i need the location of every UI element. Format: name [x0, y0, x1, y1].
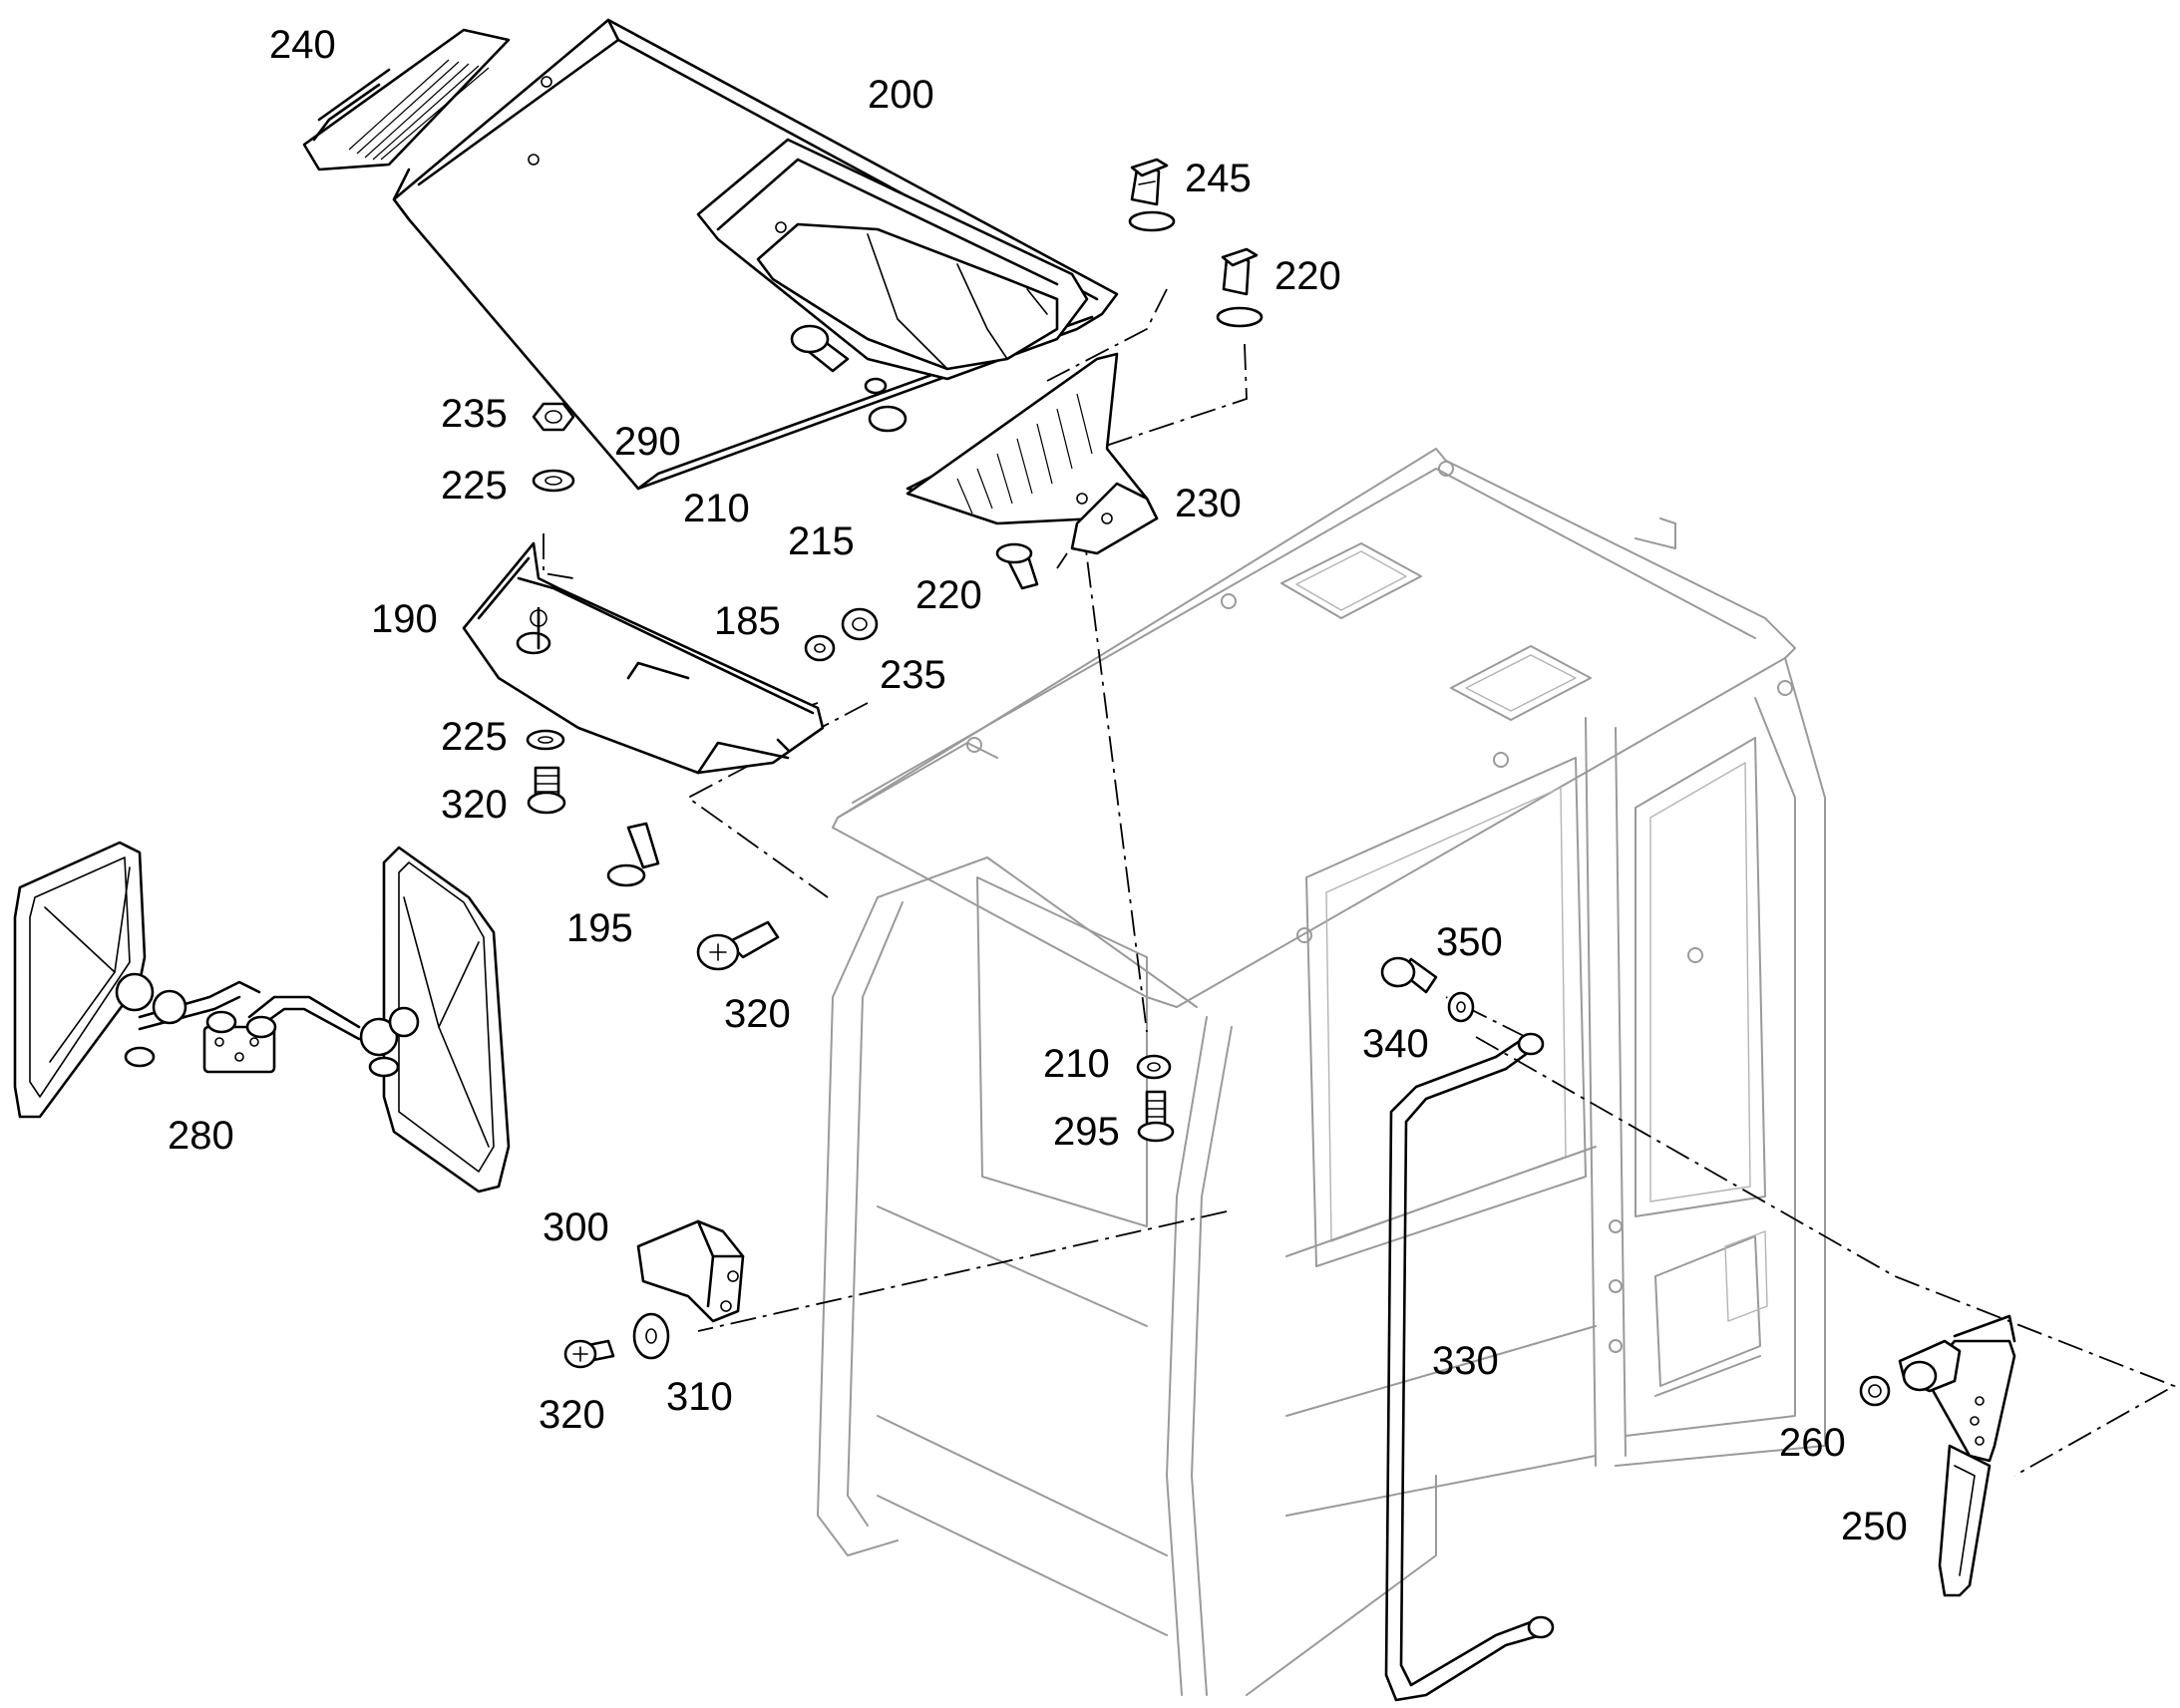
- label-245: 245: [1185, 157, 1252, 200]
- label-195: 195: [566, 906, 633, 950]
- part-190-bracket: [462, 541, 825, 775]
- label-330: 330: [1432, 1339, 1499, 1383]
- clip-220-top: [1216, 247, 1264, 328]
- cab-frame: [817, 448, 1826, 1696]
- washer-210-top: [864, 377, 888, 395]
- part-300-plate: [636, 1219, 745, 1323]
- washer-350: [1447, 991, 1475, 1023]
- label-250: 250: [1841, 1505, 1908, 1548]
- label-225-bottom: 225: [441, 715, 508, 759]
- label-310: 310: [666, 1375, 733, 1419]
- washer-215: [868, 405, 908, 433]
- bolt-340: [1380, 956, 1438, 994]
- label-260: 260: [1779, 1421, 1846, 1465]
- label-230: 230: [1175, 482, 1242, 525]
- washer-225-bottom: [526, 729, 565, 751]
- washer-185: [804, 634, 836, 662]
- label-220-top: 220: [1274, 254, 1341, 298]
- bolt-320-a: [527, 766, 566, 815]
- washer-210-lower: [1136, 1054, 1172, 1080]
- label-185: 185: [714, 599, 781, 643]
- label-320-a: 320: [441, 783, 508, 827]
- label-295: 295: [1053, 1110, 1120, 1154]
- bolt-290: [790, 324, 850, 373]
- bolt-195: [606, 822, 660, 887]
- label-240: 240: [269, 23, 336, 67]
- label-220-bottom: 220: [915, 573, 982, 617]
- label-225-top: 225: [441, 464, 508, 508]
- part-250-latch: [1898, 1314, 2016, 1597]
- clip-220-bottom: [995, 542, 1039, 590]
- clip-245: [1128, 158, 1176, 232]
- label-320-c: 320: [539, 1393, 605, 1437]
- label-300: 300: [543, 1205, 609, 1249]
- part-labels: 240 200 245 220 235 290 225 210 230 215 …: [168, 23, 1908, 1548]
- label-320-b: 320: [724, 992, 791, 1036]
- label-190: 190: [371, 597, 438, 641]
- part-200-roof-tray: [392, 18, 1159, 555]
- label-290: 290: [614, 420, 681, 464]
- part-240-filter: [302, 28, 511, 171]
- nut-235-right: [841, 607, 879, 641]
- label-200: 200: [868, 73, 934, 117]
- button-260: [1859, 1375, 1891, 1407]
- screw-320-c: [563, 1339, 615, 1369]
- nut-235-left: [532, 402, 575, 432]
- screw-320-b: [696, 920, 780, 971]
- label-235-top: 235: [441, 392, 508, 436]
- part-280-mirrors: [13, 841, 511, 1194]
- label-235-bottom: 235: [880, 653, 946, 697]
- label-215: 215: [788, 519, 855, 563]
- label-280: 280: [168, 1114, 234, 1158]
- leader-lines: [543, 288, 2177, 1477]
- label-210-top: 210: [683, 487, 750, 530]
- label-350: 350: [1436, 920, 1503, 964]
- label-340: 340: [1362, 1022, 1429, 1066]
- label-210-lower: 210: [1043, 1042, 1110, 1086]
- washer-225-top: [532, 469, 575, 493]
- part-330-grab-handle: [1384, 1032, 1555, 1702]
- bolt-295: [1137, 1090, 1175, 1143]
- washer-310: [632, 1312, 670, 1360]
